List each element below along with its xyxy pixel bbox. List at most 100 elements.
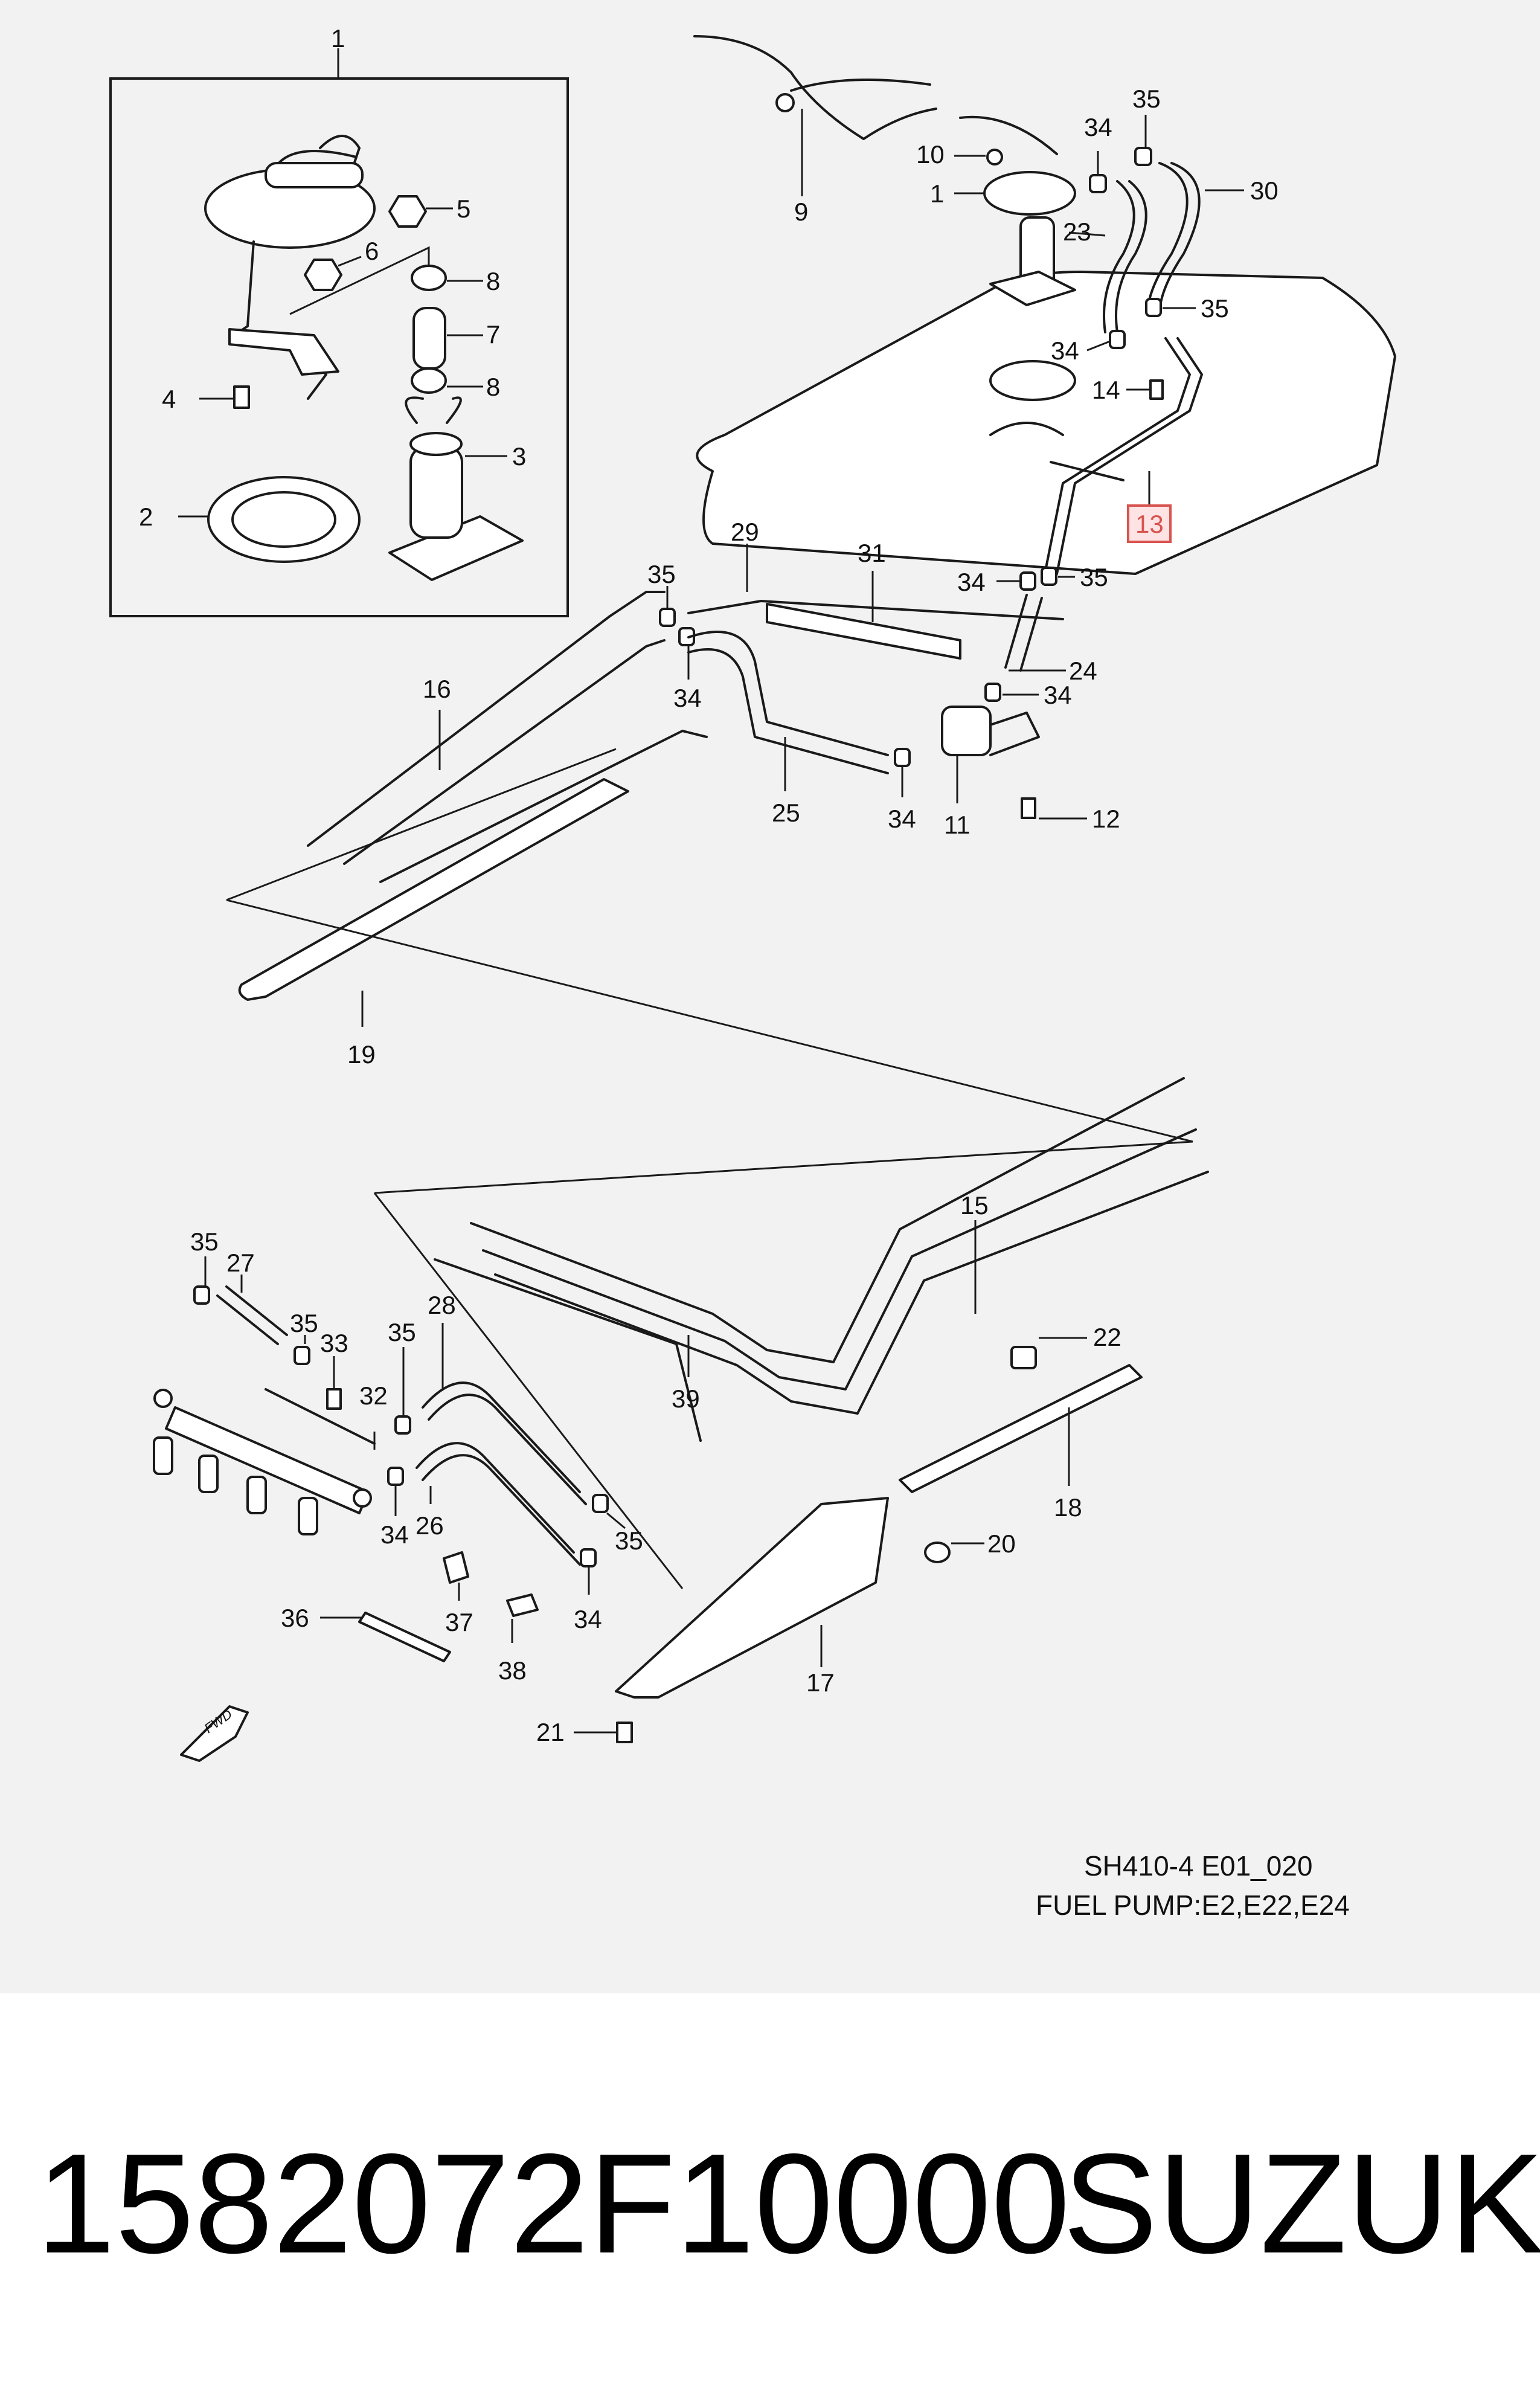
clip-35-right: [1145, 298, 1196, 317]
callout-22: 22: [1093, 1323, 1121, 1351]
callout-3: 3: [512, 442, 526, 471]
clip-22: [1010, 1337, 1087, 1369]
drawing-title: FUEL PUMP:E2,E22,E24: [1036, 1889, 1350, 1921]
callout-24: 24: [1069, 657, 1097, 685]
bolt-14: [1126, 379, 1164, 400]
fuel-pump-plate: [204, 135, 376, 400]
clip-35-tank: [1041, 567, 1075, 586]
callout-16: 16: [423, 675, 451, 703]
callout-21: 21: [536, 1718, 565, 1746]
callout-33: 33: [320, 1329, 348, 1357]
protector-17: [615, 1497, 889, 1699]
callout-34e: 34: [1044, 681, 1072, 709]
callout-37: 37: [445, 1608, 473, 1636]
callout-35h: 35: [615, 1526, 643, 1555]
hose-27: [216, 1275, 288, 1345]
parts-diagram: 1 4 5 6 8 7 8: [0, 0, 1540, 1993]
callout-35g: 35: [388, 1318, 416, 1346]
forward-arrow-icon: FWD: [180, 1705, 249, 1762]
grommet-20: [924, 1542, 984, 1563]
fuel-pump-assembly-1: [954, 171, 1076, 306]
callout-36: 36: [281, 1604, 309, 1632]
clip-34-filter: [894, 748, 911, 797]
nut-5: [388, 195, 453, 228]
fuel-pump-3: [388, 396, 524, 581]
clamp-8-bottom: [411, 367, 483, 394]
callout-26: 26: [415, 1511, 444, 1540]
callout-5: 5: [457, 195, 470, 223]
bracket-18: [899, 1364, 1143, 1493]
hose-7: [412, 307, 483, 370]
callout-14: 14: [1092, 376, 1120, 404]
callout-18: 18: [1054, 1493, 1082, 1522]
hose-24: [1004, 594, 1066, 672]
callout-34c: 34: [957, 568, 986, 596]
callout-30: 30: [1250, 176, 1279, 205]
bolt-12: [1021, 797, 1087, 820]
callout-13-highlight: [1127, 504, 1172, 543]
callout-32: 32: [359, 1381, 388, 1410]
fuel-pipes-16: [307, 591, 708, 883]
callout-34a: 34: [1084, 113, 1112, 141]
callout-7: 7: [486, 320, 500, 349]
clip-35-27: [193, 1256, 210, 1305]
clip-35-top: [1134, 115, 1152, 166]
callout-35d: 35: [647, 560, 676, 588]
fuel-pipes-15: [470, 1077, 1209, 1415]
fuel-rail: [153, 1389, 372, 1535]
callout-8a: 8: [486, 267, 500, 295]
callout-20: 20: [987, 1529, 1016, 1558]
callout-6: 6: [365, 237, 379, 265]
callout-25: 25: [772, 799, 800, 827]
hose-30: [1146, 162, 1244, 315]
drawing-code: SH410-4 E01_020: [1084, 1850, 1313, 1882]
callout-34g: 34: [380, 1520, 409, 1549]
gasket-2: [178, 476, 361, 563]
callout-1-top: 1: [930, 179, 944, 208]
pipe-29: [687, 544, 1064, 620]
hose-23: [1068, 180, 1147, 333]
clip-34-24: [984, 683, 1039, 702]
grommet-10: [954, 149, 1003, 166]
callout-2: 2: [139, 503, 153, 531]
bracket-36: [320, 1612, 451, 1662]
clip-35-28: [592, 1494, 626, 1529]
callout-9: 9: [794, 198, 808, 226]
bolt-4: [199, 385, 250, 409]
callout-35c: 35: [1080, 563, 1108, 591]
callout-28: 28: [428, 1291, 456, 1319]
clip-38: [506, 1593, 539, 1643]
pipe-32: [265, 1388, 376, 1450]
callout-34f: 34: [888, 805, 916, 833]
callout-23: 23: [1063, 217, 1091, 246]
fuel-tank: [696, 271, 1396, 575]
pipe-25: [687, 631, 889, 791]
callout-35a: 35: [1132, 85, 1161, 113]
exploded-view-drawing: 1 4 5 6 8 7 8: [109, 24, 1396, 1921]
callout-29: 29: [731, 518, 759, 546]
hose-26: [415, 1442, 581, 1566]
callout-17: 17: [806, 1668, 835, 1697]
nut-6: [304, 256, 362, 291]
clip-34-26: [387, 1467, 404, 1516]
callout-39: 39: [672, 1384, 700, 1413]
clamp-8-top: [411, 265, 483, 291]
callout-19: 19: [347, 1040, 376, 1069]
bracket-19: [238, 778, 629, 1027]
hose-28: [422, 1323, 587, 1505]
callout-27: 27: [226, 1249, 255, 1277]
hose-31: [766, 571, 961, 660]
callout-34b: 34: [1051, 336, 1079, 365]
callout-4: 4: [162, 385, 176, 413]
part-number: 1582072F10000: [36, 2124, 1070, 2283]
callout-35e: 35: [190, 1227, 219, 1256]
callout-34d: 34: [673, 684, 702, 712]
callout-31: 31: [858, 539, 886, 567]
callout-inset-1: 1: [331, 24, 345, 53]
callout-12: 12: [1092, 805, 1120, 833]
callout-13: 13: [1135, 510, 1164, 538]
bolt-33: [326, 1356, 342, 1410]
clip-35-33: [294, 1335, 310, 1365]
fuel-filter-11: [941, 706, 1040, 803]
brand-name: SUZUKI: [1063, 2124, 1540, 2283]
